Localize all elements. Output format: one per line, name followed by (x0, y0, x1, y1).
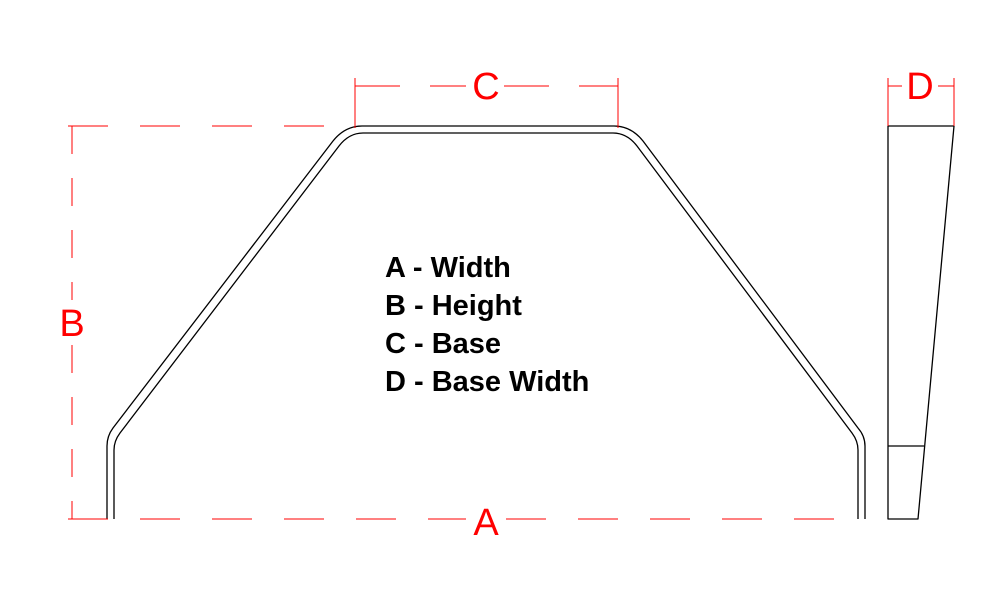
dimension-a: A (68, 502, 865, 544)
dim-label-a: A (473, 502, 499, 544)
legend-item-height: B - Height (385, 290, 522, 322)
dim-label-c: C (472, 66, 499, 108)
side-profile-outline (887, 125, 955, 520)
dimension-b: B (59, 125, 355, 519)
legend-item-width: A - Width (385, 252, 511, 284)
dim-label-d: D (906, 66, 933, 108)
dim-label-b: B (59, 303, 84, 345)
legend-item-base: C - Base (385, 328, 501, 360)
side-view (887, 125, 955, 520)
dimension-d: D (887, 66, 955, 126)
dimension-c: C (354, 66, 619, 128)
front-outer-outline (106, 125, 866, 519)
front-view (106, 125, 866, 519)
front-inner-outline (113, 132, 859, 519)
legend: A - Width B - Height C - Base D - Base W… (385, 252, 589, 398)
legend-item-base-width: D - Base Width (385, 366, 589, 398)
